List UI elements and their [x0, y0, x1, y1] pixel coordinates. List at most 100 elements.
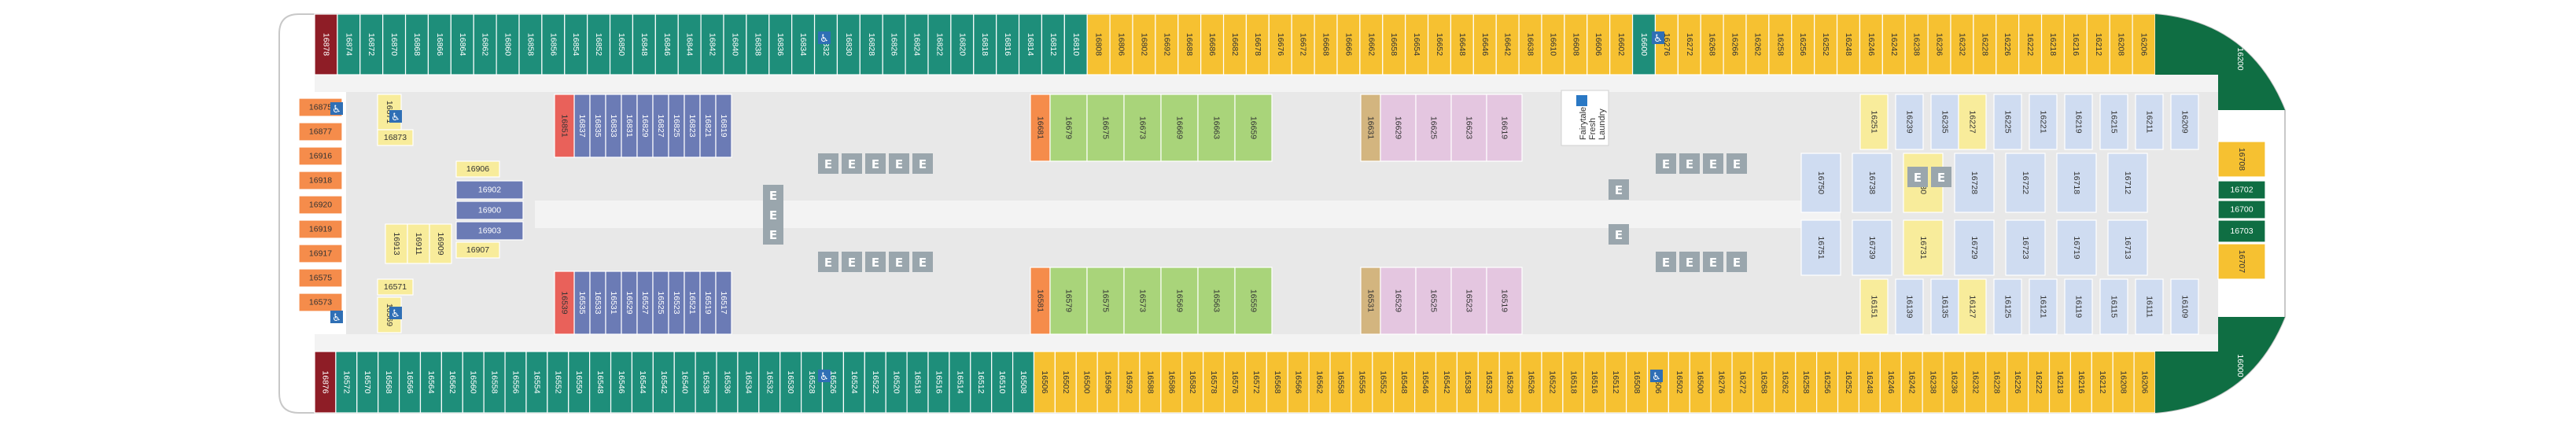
cabin-aft-16916[interactable]: 16916 [298, 146, 343, 166]
cabin-bottom-16516[interactable]: 16516 [1583, 351, 1606, 414]
cabin-bottom-16596[interactable]: 16596 [1096, 351, 1119, 414]
cabin-bottom-16876[interactable]: 16876 [314, 351, 337, 414]
cabin-bottom-16552[interactable]: 16552 [1372, 351, 1395, 414]
cabin-bottom-16216[interactable]: 16216 [2069, 351, 2092, 414]
cabin-top-16802[interactable]: 16802 [1132, 13, 1156, 75]
cabin-16575[interactable]: 16575 [1086, 267, 1125, 335]
cabin-bottom-16564[interactable]: 16564 [419, 351, 442, 414]
cabin-16738[interactable]: 16738 [1852, 153, 1892, 213]
cabin-bottom-16232[interactable]: 16232 [1964, 351, 1987, 414]
cabin-bottom-16554[interactable]: 16554 [525, 351, 548, 414]
cabin-bottom-16532[interactable]: 16532 [1477, 351, 1500, 414]
cabin-bottom-16276[interactable]: 16276 [1710, 351, 1733, 414]
cabin-16712[interactable]: 16712 [2107, 153, 2148, 213]
cabin-16523[interactable]: 16523 [1450, 267, 1487, 335]
cabin-bottom-16248[interactable]: 16248 [1858, 351, 1881, 414]
cabin-16215[interactable]: 16215 [2099, 94, 2128, 150]
cabin-top-16232[interactable]: 16232 [1950, 13, 1974, 75]
cabin-bottom-16522[interactable]: 16522 [1541, 351, 1564, 414]
cabin-bottom-16566[interactable]: 16566 [1287, 351, 1310, 414]
cabin-bottom-16546[interactable]: 16546 [610, 351, 633, 414]
cabin-bottom-16212[interactable]: 16212 [2091, 351, 2113, 414]
cabin-16227[interactable]: 16227 [1958, 94, 1987, 150]
cabin-top-16848[interactable]: 16848 [632, 13, 656, 75]
cabin-top-16866[interactable]: 16866 [427, 13, 451, 75]
cabin-bow-16708[interactable]: 16708 [2217, 141, 2266, 178]
cabin-16571[interactable]: 16571 [377, 278, 414, 296]
cabin-top-16206[interactable]: 16206 [2132, 13, 2156, 75]
cabin-bottom-16522[interactable]: 16522 [864, 351, 886, 414]
cabin-16719[interactable]: 16719 [2056, 219, 2097, 276]
cabin-top-16242[interactable]: 16242 [1881, 13, 1906, 75]
cabin-16531[interactable]: 16531 [1360, 267, 1381, 335]
cabin-16221[interactable]: 16221 [2029, 94, 2058, 150]
cabin-16631[interactable]: 16631 [1360, 94, 1381, 162]
cabin-bottom-16538[interactable]: 16538 [1456, 351, 1479, 414]
cabin-16127[interactable]: 16127 [1958, 278, 1987, 335]
cabin-top-16830[interactable]: 16830 [836, 13, 861, 75]
cabin-top-16638[interactable]: 16638 [1518, 13, 1542, 75]
cabin-bottom-16508[interactable]: 16508 [1625, 351, 1649, 414]
cabin-16519[interactable]: 16519 [699, 271, 717, 335]
cabin-bottom-16526[interactable]: 16526 [1520, 351, 1542, 414]
cabin-16559[interactable]: 16559 [1234, 267, 1273, 335]
cabin-top-16646[interactable]: 16646 [1472, 13, 1497, 75]
cabin-bottom-16222[interactable]: 16222 [2028, 351, 2051, 414]
cabin-top-16870[interactable]: 16870 [382, 13, 407, 75]
cabin-bottom-16500[interactable]: 16500 [1075, 351, 1098, 414]
cabin-16837[interactable]: 16837 [573, 94, 591, 158]
cabin-bottom-16582[interactable]: 16582 [1181, 351, 1204, 414]
cabin-bottom-16560[interactable]: 16560 [462, 351, 485, 414]
cabin-bottom-16500[interactable]: 16500 [1689, 351, 1712, 414]
cabin-bottom-16572[interactable]: 16572 [1244, 351, 1267, 414]
cabin-16529[interactable]: 16529 [621, 271, 638, 335]
cabin-16821[interactable]: 16821 [699, 94, 717, 158]
cabin-bottom-16572[interactable]: 16572 [335, 351, 358, 414]
cabin-16111[interactable]: 16111 [2135, 278, 2164, 335]
cabin-aft-16920[interactable]: 16920 [298, 195, 343, 215]
cabin-bottom-16546[interactable]: 16546 [1414, 351, 1437, 414]
cabin-top-16668[interactable]: 16668 [1314, 13, 1338, 75]
cabin-top-16840[interactable]: 16840 [723, 13, 747, 75]
cabin-top-16844[interactable]: 16844 [677, 13, 702, 75]
cabin-16119[interactable]: 16119 [2064, 278, 2093, 335]
cabin-16531[interactable]: 16531 [605, 271, 622, 335]
cabin-top-16822[interactable]: 16822 [927, 13, 952, 75]
cabin-16251[interactable]: 16251 [1859, 94, 1889, 150]
cabin-bow-top[interactable]: 16200 [2155, 14, 2285, 110]
cabin-bottom-16538[interactable]: 16538 [695, 351, 717, 414]
cabin-bottom-16518[interactable]: 16518 [1562, 351, 1585, 414]
cabin-aft-16918[interactable]: 16918 [298, 171, 343, 190]
cabin-bottom-16226[interactable]: 16226 [2007, 351, 2029, 414]
cabin-16519[interactable]: 16519 [1486, 267, 1523, 335]
cabin-top-16610[interactable]: 16610 [1541, 13, 1565, 75]
cabin-top-16682[interactable]: 16682 [1222, 13, 1247, 75]
cabin-16713[interactable]: 16713 [2107, 219, 2148, 276]
cabin-16909[interactable]: 16909 [429, 223, 452, 264]
cabin-16115[interactable]: 16115 [2099, 278, 2128, 335]
cabin-top-16816[interactable]: 16816 [996, 13, 1020, 75]
cabin-16750[interactable]: 16750 [1800, 153, 1841, 213]
cabin-16629[interactable]: 16629 [1380, 94, 1417, 162]
cabin-16911[interactable]: 16911 [407, 223, 430, 264]
cabin-bottom-16502[interactable]: 16502 [1054, 351, 1077, 414]
cabin-bottom-16542[interactable]: 16542 [1435, 351, 1458, 414]
cabin-bottom-16556[interactable]: 16556 [1351, 351, 1373, 414]
cabin-16209[interactable]: 16209 [2170, 94, 2199, 150]
cabin-bottom-16506[interactable]: 16506 [1033, 351, 1056, 414]
cabin-top-16256[interactable]: 16256 [1791, 13, 1815, 75]
cabin-top-16862[interactable]: 16862 [473, 13, 497, 75]
cabin-bottom-16568[interactable]: 16568 [378, 351, 400, 414]
cabin-16913[interactable]: 16913 [385, 223, 408, 264]
cabin-bottom-16236[interactable]: 16236 [1943, 351, 1966, 414]
cabin-16673[interactable]: 16673 [1123, 94, 1162, 162]
cabin-top-16248[interactable]: 16248 [1836, 13, 1861, 75]
cabin-top-16878[interactable]: 16878 [314, 13, 338, 75]
cabin-bottom-16218[interactable]: 16218 [2048, 351, 2072, 414]
cabin-bottom-16576[interactable]: 16576 [1223, 351, 1247, 414]
cabin-16525[interactable]: 16525 [1415, 267, 1452, 335]
cabin-bottom-16592[interactable]: 16592 [1118, 351, 1141, 414]
cabin-top-16226[interactable]: 16226 [1996, 13, 2020, 75]
cabin-16907[interactable]: 16907 [455, 241, 500, 259]
cabin-bottom-16542[interactable]: 16542 [652, 351, 675, 414]
